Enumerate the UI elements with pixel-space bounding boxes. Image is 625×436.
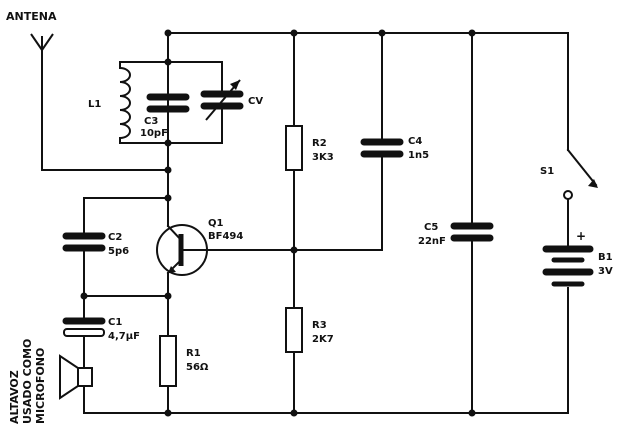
switch-s1-symbol [563,148,598,200]
q1-name: Q1 [208,218,224,229]
battery-b1-symbol [542,245,594,287]
variable-capacitor-cv-symbol [200,79,244,121]
coil-l1-symbol [118,66,131,140]
capacitor-c3-symbol [146,93,190,144]
b1-plus: + [576,229,586,243]
c5-value: 22nF [418,236,446,247]
b1-name: B1 [598,252,613,263]
speaker-symbol [59,354,93,400]
resistor-r2-symbol [285,125,303,171]
capacitor-c5-symbol [450,222,494,242]
capacitor-c2-symbol [62,232,106,252]
cv-label: CV [248,96,263,107]
b1-value: 3V [598,266,613,277]
speaker-caption-line3: MICROFONO [34,348,47,424]
c4-name: C4 [408,136,422,147]
c2-name: C2 [108,232,122,243]
speaker-caption-line2: USADO COMO [21,339,34,424]
speaker-caption-line1: ALTAVOZ [8,370,21,424]
transistor-q1-symbol [156,224,208,276]
speaker-caption: ALTAVOZ USADO COMO MICROFONO [8,339,47,424]
resistor-r3-symbol [285,307,303,353]
junction-dots [80,29,476,417]
c3-value: 10pF [140,128,168,139]
r2-name: R2 [312,138,327,149]
r1-name: R1 [186,348,201,359]
c4-value: 1n5 [408,150,429,161]
resistor-r1-symbol [159,335,177,387]
c2-value: 5p6 [108,246,129,257]
c3-name: C3 [144,116,158,127]
s1-label: S1 [540,166,554,177]
capacitor-c4-symbol [360,138,404,158]
q1-value: BF494 [208,231,243,242]
antenna-symbol [30,33,54,51]
antenna-label: ANTENA [6,10,57,23]
r3-name: R3 [312,320,327,331]
capacitor-c1-symbol [62,317,106,337]
r1-value: 56Ω [186,362,209,373]
c1-name: C1 [108,317,122,328]
l1-label: L1 [88,99,101,110]
c1-value: 4,7µF [108,331,140,342]
r3-value: 2K7 [312,334,334,345]
c5-name: C5 [424,222,438,233]
r2-value: 3K3 [312,152,334,163]
